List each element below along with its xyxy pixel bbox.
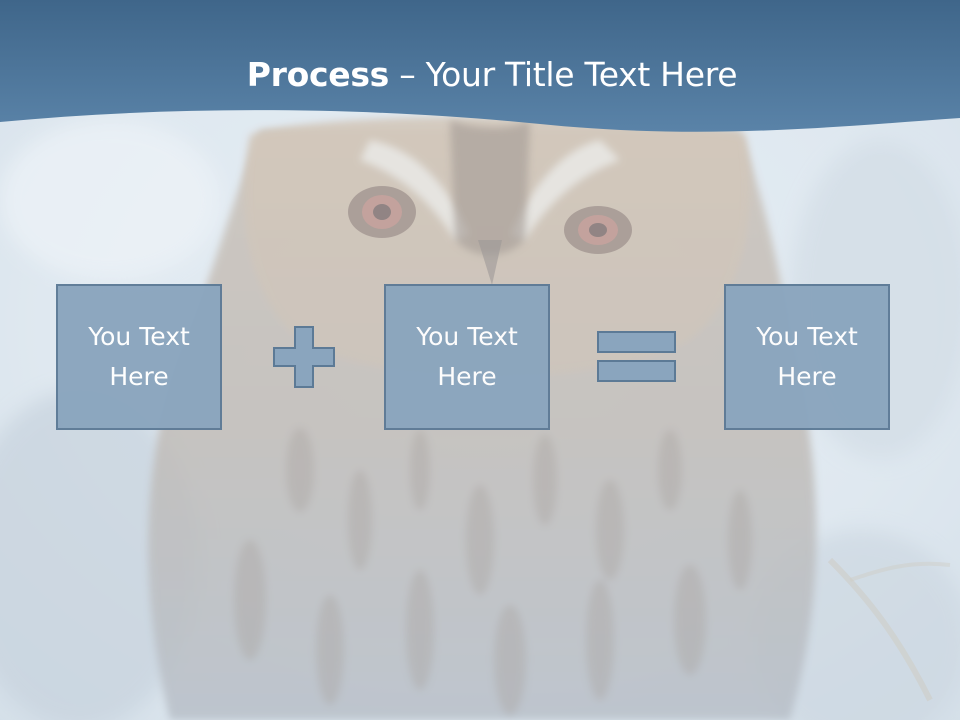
slide-title: Process – Your Title Text Here (0, 53, 960, 97)
plus-icon (273, 326, 335, 388)
equals-icon (597, 331, 676, 382)
title-rest-part: – Your Title Text Here (389, 55, 738, 94)
text-box-2-label: You Text Here (416, 322, 518, 391)
title-bold-part: Process (246, 55, 390, 94)
header-band (0, 0, 960, 132)
text-box-1[interactable]: You Text Here (56, 284, 222, 430)
text-box-3-label: You Text Here (756, 322, 858, 391)
text-box-3[interactable]: You Text Here (724, 284, 890, 430)
text-box-2[interactable]: You Text Here (384, 284, 550, 430)
text-box-1-label: You Text Here (88, 322, 190, 391)
